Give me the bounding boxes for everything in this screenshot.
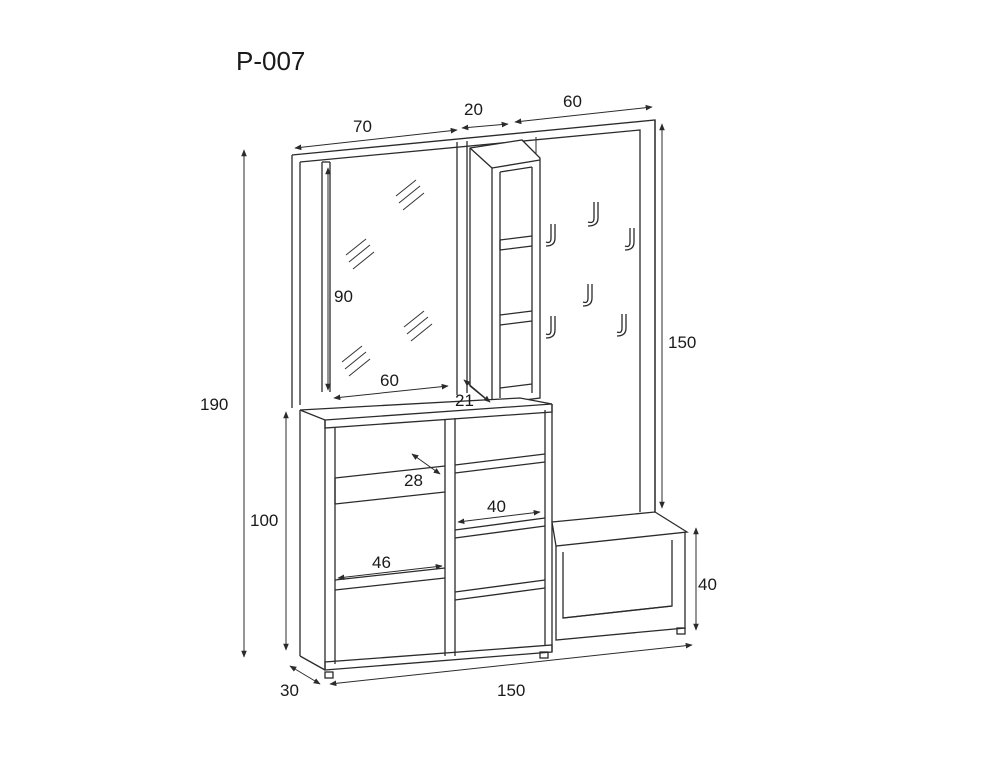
- dim-bench-height: 40: [698, 575, 717, 594]
- dim-shelf-depth: 28: [404, 471, 423, 490]
- mirror: [321, 161, 433, 392]
- hook-icon: [624, 228, 635, 251]
- dim-depth: 30: [280, 681, 299, 700]
- lower-cabinet: [299, 397, 553, 679]
- mirror-reflection-marks: [341, 179, 433, 377]
- shelf-column: [469, 139, 541, 405]
- model-code: P-007: [236, 46, 305, 76]
- dim-column-depth: 21: [455, 391, 474, 410]
- dim-cabinet-height: 100: [250, 511, 278, 530]
- coat-hooks: [545, 202, 635, 339]
- dim-mirror-height: 90: [334, 287, 353, 306]
- dim-shelf-width-right: 40: [487, 497, 506, 516]
- bench: [551, 511, 689, 641]
- dim-mirror-inner-width: 60: [380, 371, 399, 390]
- dim-total-height: 190: [200, 395, 228, 414]
- dimension-labels: 70 20 60 190 90 60 21 150 100 28 40 46 4…: [200, 92, 717, 700]
- hook-icon: [545, 316, 556, 339]
- dim-mirror-width-top: 70: [353, 117, 372, 136]
- hook-icon: [587, 202, 599, 227]
- hook-icon: [616, 314, 627, 337]
- dimension-lines: [241, 104, 699, 687]
- hook-icon: [545, 224, 556, 247]
- back-panel: [291, 119, 656, 522]
- dim-shelf-gap-top: 20: [464, 100, 483, 119]
- dim-hanger-width-top: 60: [563, 92, 582, 111]
- hook-icon: [582, 284, 593, 307]
- dim-total-width: 150: [497, 681, 525, 700]
- dim-shelf-width-left: 46: [372, 553, 391, 572]
- dim-hanger-height: 150: [668, 333, 696, 352]
